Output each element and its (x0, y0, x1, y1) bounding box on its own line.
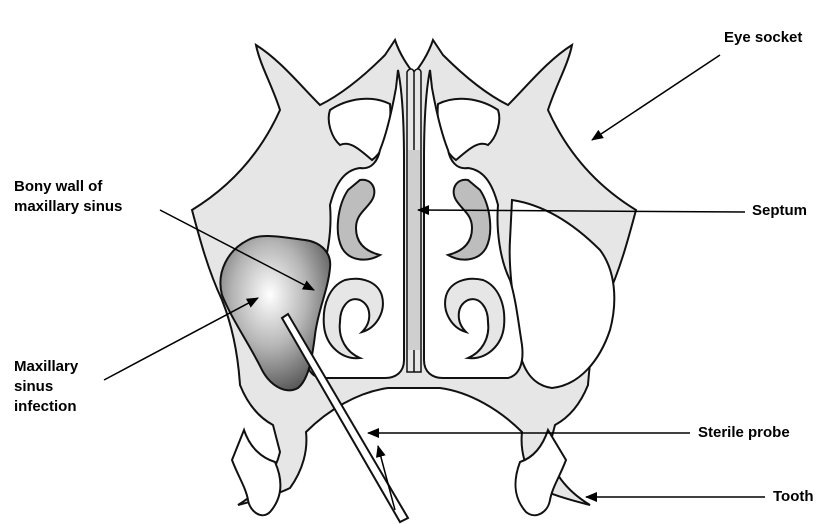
bony-wall-line-2: maxillary sinus (14, 197, 122, 217)
tooth-text: Tooth (773, 487, 814, 507)
maxillary-infection-label: Maxillary sinus infection (14, 357, 78, 417)
eye-socket-label: Eye socket (724, 28, 802, 48)
septum-shadow (408, 150, 420, 350)
bony-wall-line-1: Bony wall of (14, 177, 122, 197)
septum-text: Septum (752, 201, 807, 221)
infection-line-2: sinus (14, 377, 78, 397)
infection-line-1: Maxillary (14, 357, 78, 377)
eye-socket-text: Eye socket (724, 28, 802, 48)
tooth-label: Tooth (773, 487, 814, 507)
bony-wall-label: Bony wall of maxillary sinus (14, 177, 122, 217)
infection-line-3: infection (14, 397, 78, 417)
left-tooth (232, 430, 280, 515)
sterile-probe-text: Sterile probe (698, 423, 790, 443)
septum-label: Septum (752, 201, 807, 221)
sterile-probe-label: Sterile probe (698, 423, 790, 443)
eye-socket-pointer (592, 55, 720, 140)
